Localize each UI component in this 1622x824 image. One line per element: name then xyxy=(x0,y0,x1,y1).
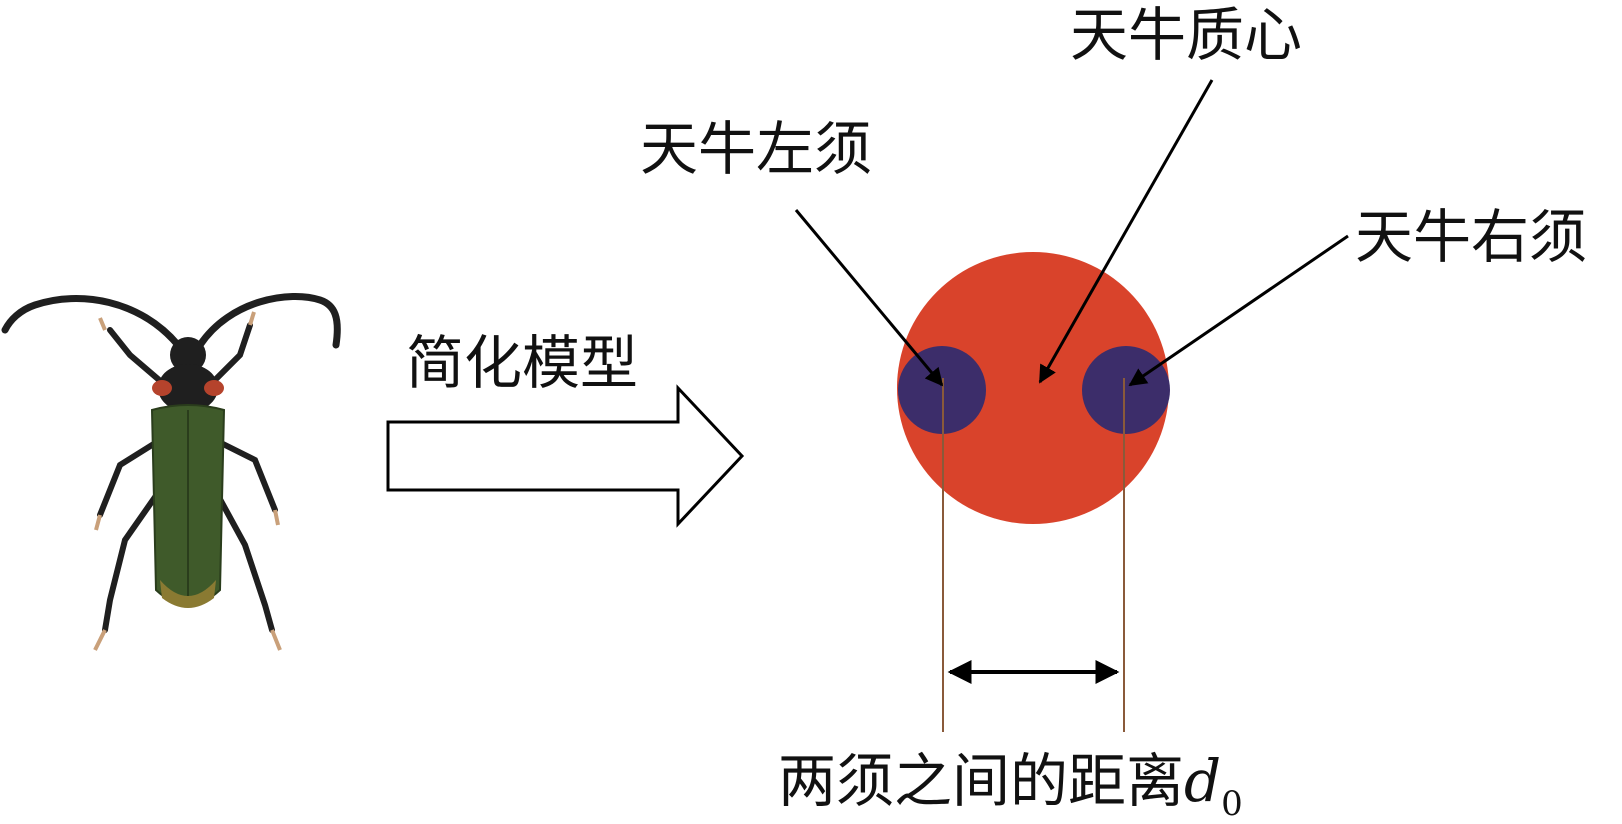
center-of-mass-pointer xyxy=(1038,79,1214,384)
simplified-model-label: 简化模型 xyxy=(406,329,639,397)
distance-text: 两须之间的距离 xyxy=(778,747,1185,815)
center-of-mass-label: 天牛质心 xyxy=(1070,1,1303,69)
beetle-body-circle xyxy=(897,252,1169,524)
right-antenna-dot xyxy=(1082,346,1170,434)
distance-symbol: d xyxy=(1184,747,1222,815)
distance-subscript: 0 xyxy=(1221,784,1243,824)
beetle-icon xyxy=(1,292,341,651)
right-antenna-label: 天牛右须 xyxy=(1355,203,1588,271)
arrow-icon xyxy=(386,384,745,528)
antenna-distance-label: 两须之间的距离d0 xyxy=(778,752,1243,821)
left-antenna-pointer xyxy=(794,209,944,387)
right-antenna-pointer xyxy=(1128,234,1349,387)
left-antenna-label: 天牛左须 xyxy=(640,115,873,183)
